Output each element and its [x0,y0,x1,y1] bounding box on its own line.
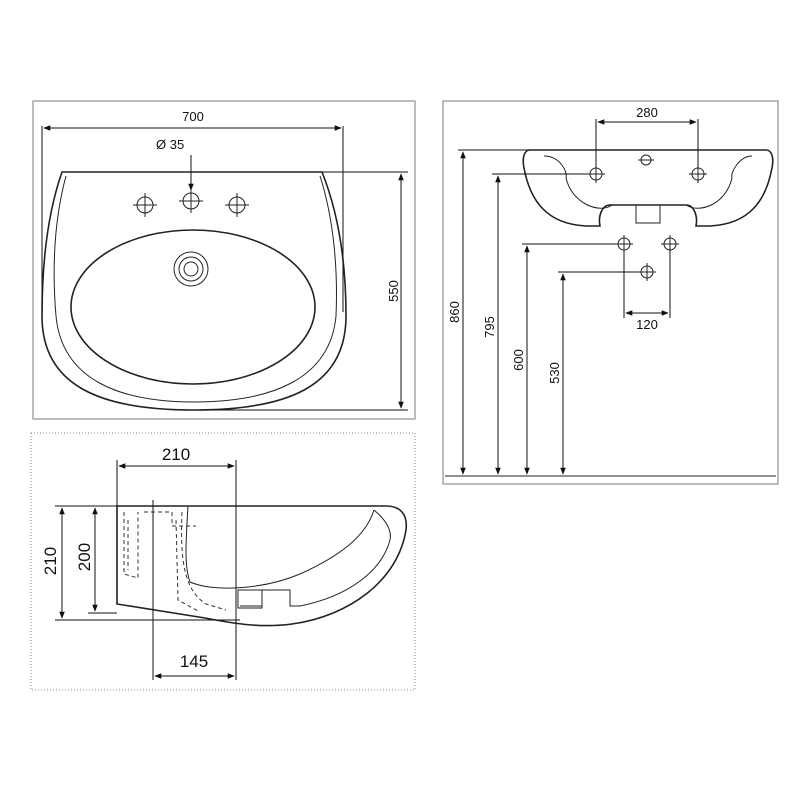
bracket-spacing-label: 120 [636,317,658,332]
hole-spacing-label: 280 [636,105,658,120]
waste-hole [638,263,656,281]
side-outer-height-label: 210 [41,547,60,575]
height-530-label: 530 [547,362,562,384]
front-view-frame [442,100,779,485]
height-600-label: 600 [511,349,526,371]
height-795-label: 795 [482,316,497,338]
rim-inner-line [53,175,337,403]
side-bottom-width-label: 145 [180,652,208,671]
basin-outline [70,229,316,385]
wall-hidden-lines [127,511,201,613]
height-860-label: 860 [447,301,462,323]
top-view-frame [32,100,416,420]
width-dimension-label: 700 [182,109,204,124]
sink-side-bowl [185,505,375,589]
front-view-panel: 280 120 860 795 600 530 [442,100,779,485]
overflow-slot [635,204,661,224]
tap-hole-center [179,189,203,213]
depth-dimension-label: 550 [386,280,401,302]
drain-slot [237,589,263,609]
hole-diameter-label: Ø 35 [156,137,184,152]
sink-side-outline [116,505,408,627]
side-top-width-label: 210 [162,445,190,464]
tap-hole-right [225,193,249,217]
sink-side-inner [240,509,391,607]
sink-front-outline [522,149,774,227]
drain-hole [173,251,209,287]
sink-front-inner [543,155,753,209]
top-view-panel: 700 Ø 35 550 [32,100,416,420]
side-view-frame [30,432,416,691]
overflow-channel [123,511,227,611]
sink-top-outline [41,171,347,411]
side-inner-height-label: 200 [75,543,94,571]
front-tap-hole-center [638,154,654,166]
side-view-panel: 210 145 210 200 [30,432,416,691]
tap-hole-left [133,193,157,217]
